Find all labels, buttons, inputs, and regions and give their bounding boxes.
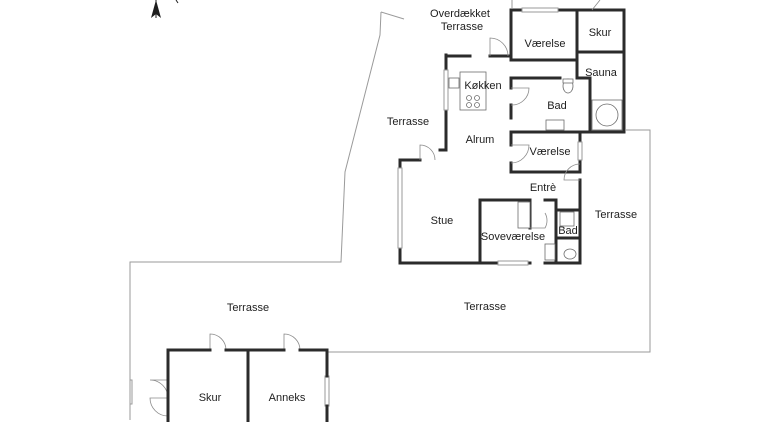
- label-alrum: Alrum: [466, 134, 495, 146]
- label-skur-top: Skur: [589, 27, 612, 39]
- label-sauna: Sauna: [585, 67, 618, 79]
- label-terrasse-right: Terrasse: [595, 209, 637, 221]
- sink-icon: [448, 77, 460, 89]
- label-terrasse-lower-left: Terrasse: [227, 302, 269, 314]
- stove-burner-icon: [466, 95, 472, 101]
- windows: [129, 7, 583, 407]
- label-anneks: Anneks: [269, 392, 306, 404]
- washbasin-icon: [545, 119, 565, 131]
- label-vaerelse-top: Værelse: [525, 38, 566, 50]
- terrace-outline: [129, 0, 651, 420]
- label-terrasse-lower-center: Terrasse: [464, 301, 506, 313]
- label-covered-terrace-line1: Overdækket: [430, 8, 490, 20]
- label-covered-terrace-line2: Terrasse: [441, 21, 483, 33]
- label-entre: Entrè: [530, 182, 556, 194]
- north-arrow-icon: [151, 0, 179, 18]
- fixtures: [448, 71, 623, 261]
- room-labels: Overdækket Terrasse Værelse Skur Køkken …: [199, 8, 637, 404]
- label-stue: Stue: [431, 215, 454, 227]
- outbuilding-walls: [166, 348, 329, 422]
- label-bad-top: Bad: [547, 100, 567, 112]
- label-skur-bottom: Skur: [199, 392, 222, 404]
- toilet-icon: [563, 248, 577, 260]
- label-kokken: Køkken: [464, 80, 501, 92]
- label-sovevaerelse: Soveværelse: [481, 231, 545, 243]
- washbasin-icon: [544, 243, 556, 261]
- label-bad-bottom: Bad: [558, 225, 578, 237]
- door-swings: [149, 0, 601, 417]
- label-terrasse-left: Terrasse: [387, 116, 429, 128]
- label-vaerelse-mid: Værelse: [530, 146, 571, 158]
